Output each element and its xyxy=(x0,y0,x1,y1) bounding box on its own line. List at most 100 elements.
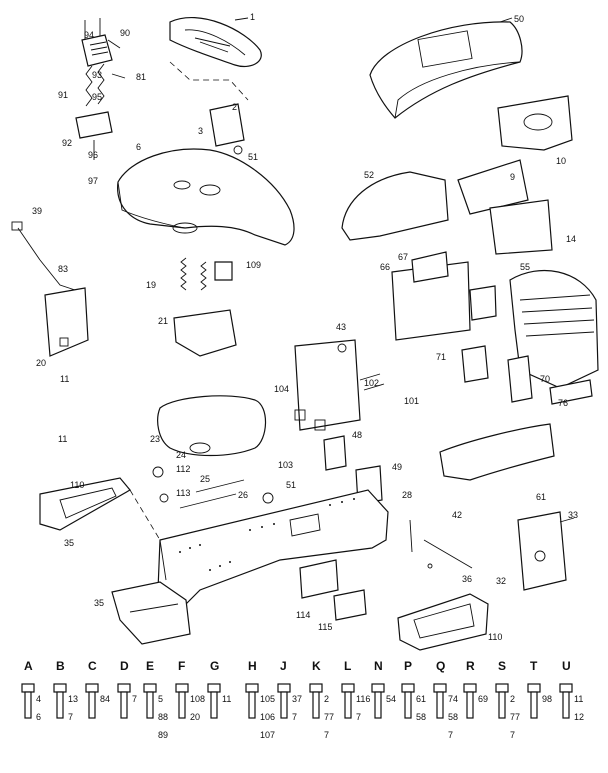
bolt-shaft-icon xyxy=(312,691,320,719)
callout-42: 42 xyxy=(452,510,462,520)
callout-28: 28 xyxy=(402,490,412,500)
bolt-shaft-icon xyxy=(56,691,64,719)
callout-95: 95 xyxy=(92,92,102,102)
fender-part xyxy=(117,148,295,246)
hardware-part-number: 7 xyxy=(132,694,137,704)
callout-102: 102 xyxy=(364,378,379,388)
hardware-letter: H xyxy=(248,659,257,673)
bolt-head-icon xyxy=(341,683,355,693)
right-bracket-part xyxy=(517,511,575,591)
seat-bracket-part xyxy=(209,103,245,155)
callout-110-b: 110 xyxy=(488,632,502,642)
hardware-column-N: N54 xyxy=(371,659,396,719)
callout-92: 92 xyxy=(62,138,72,148)
left-footrest-part xyxy=(39,477,161,541)
hood-part xyxy=(369,17,523,119)
hardware-letter: P xyxy=(404,659,412,673)
callout-93: 93 xyxy=(92,70,102,80)
hardware-letter: B xyxy=(56,659,65,673)
bolt-shaft-icon xyxy=(24,691,32,719)
bolt-head-icon xyxy=(207,683,221,693)
hardware-part-number: 98 xyxy=(542,694,552,704)
hardware-part-number: 107 xyxy=(260,730,275,740)
bolt-head-icon xyxy=(117,683,131,693)
callout-111: 11 xyxy=(60,374,69,384)
hardware-letter: L xyxy=(344,659,351,673)
bolt-head-icon xyxy=(143,683,157,693)
spring-bracket-part xyxy=(173,257,237,357)
callout-21: 21 xyxy=(158,316,168,326)
right-footrest-part xyxy=(397,593,489,651)
dash-panel-part xyxy=(341,95,573,255)
hardware-letter: T xyxy=(530,659,538,673)
hardware-part-number: 84 xyxy=(100,694,110,704)
bolt-shaft-icon xyxy=(562,691,570,719)
callout-61: 61 xyxy=(536,492,546,502)
hardware-column-B: B 13 7 xyxy=(53,659,78,722)
callout-96: 96 xyxy=(88,150,98,160)
bolt-head-icon xyxy=(21,683,35,693)
hardware-part-number: 7 xyxy=(68,712,73,722)
callout-70: 70 xyxy=(540,374,550,384)
hardware-letter: N xyxy=(374,659,383,673)
leader-dash xyxy=(169,61,249,101)
hardware-part-number: 77 xyxy=(510,712,520,722)
hardware-letter: A xyxy=(24,659,33,673)
hardware-part-number: 13 xyxy=(68,694,78,704)
hardware-letter: U xyxy=(562,659,571,673)
hardware-part-number: 61 xyxy=(416,694,426,704)
hardware-part-number: 4 xyxy=(36,694,41,704)
callout-110: 110 xyxy=(70,480,84,490)
hardware-part-number: 105 xyxy=(260,694,275,704)
callout-51: 51 xyxy=(248,152,258,162)
bolt-head-icon xyxy=(53,683,67,693)
hardware-letter: D xyxy=(120,659,129,673)
frame-part xyxy=(157,489,389,607)
callout-9: 9 xyxy=(510,172,515,182)
hardware-column-D: D7 xyxy=(117,659,137,719)
bolt-shaft-icon xyxy=(344,691,352,719)
callout-36: 36 xyxy=(462,574,472,584)
shield-part xyxy=(111,581,191,645)
hardware-part-number: 116 xyxy=(356,694,370,704)
callout-26: 26 xyxy=(238,490,248,500)
hardware-part-number: 74 xyxy=(448,694,458,704)
bolt-shaft-icon xyxy=(530,691,538,719)
callout-3: 3 xyxy=(198,126,203,136)
hardware-part-number: 89 xyxy=(158,730,168,740)
rear-fender-part xyxy=(439,423,555,481)
hardware-part-number: 11 xyxy=(574,694,583,704)
bolt-head-icon xyxy=(401,683,415,693)
callout-104: 104 xyxy=(274,384,289,394)
bolt-shaft-icon xyxy=(146,691,154,719)
rod-part xyxy=(409,519,473,569)
bolt-head-icon xyxy=(495,683,509,693)
bolt-head-icon xyxy=(371,683,385,693)
bolt-shaft-icon xyxy=(210,691,218,719)
bolt-shaft-icon xyxy=(280,691,288,719)
hardware-part-number: 2 xyxy=(510,694,515,704)
callout-97: 97 xyxy=(88,176,98,186)
bolt-head-icon xyxy=(309,683,323,693)
callout-24: 24 xyxy=(176,450,186,460)
small-brackets-part xyxy=(299,559,367,621)
hardware-letter: K xyxy=(312,659,321,673)
hardware-part-number: 11 xyxy=(222,694,231,704)
hardware-column-R: R69 xyxy=(463,659,488,719)
callout-35-b: 35 xyxy=(94,598,104,608)
hardware-part-number: 106 xyxy=(260,712,275,722)
side-panels-part xyxy=(391,251,599,405)
hardware-part-number: 69 xyxy=(478,694,488,704)
callout-1: 1 xyxy=(250,12,255,22)
hardware-column-H: H 105 106 107 xyxy=(245,659,275,740)
callout-55: 55 xyxy=(520,262,530,272)
hardware-letter: G xyxy=(210,659,219,673)
callout-52: 52 xyxy=(364,170,374,180)
callout-51-b: 51 xyxy=(286,480,296,490)
bolt-shaft-icon xyxy=(374,691,382,719)
